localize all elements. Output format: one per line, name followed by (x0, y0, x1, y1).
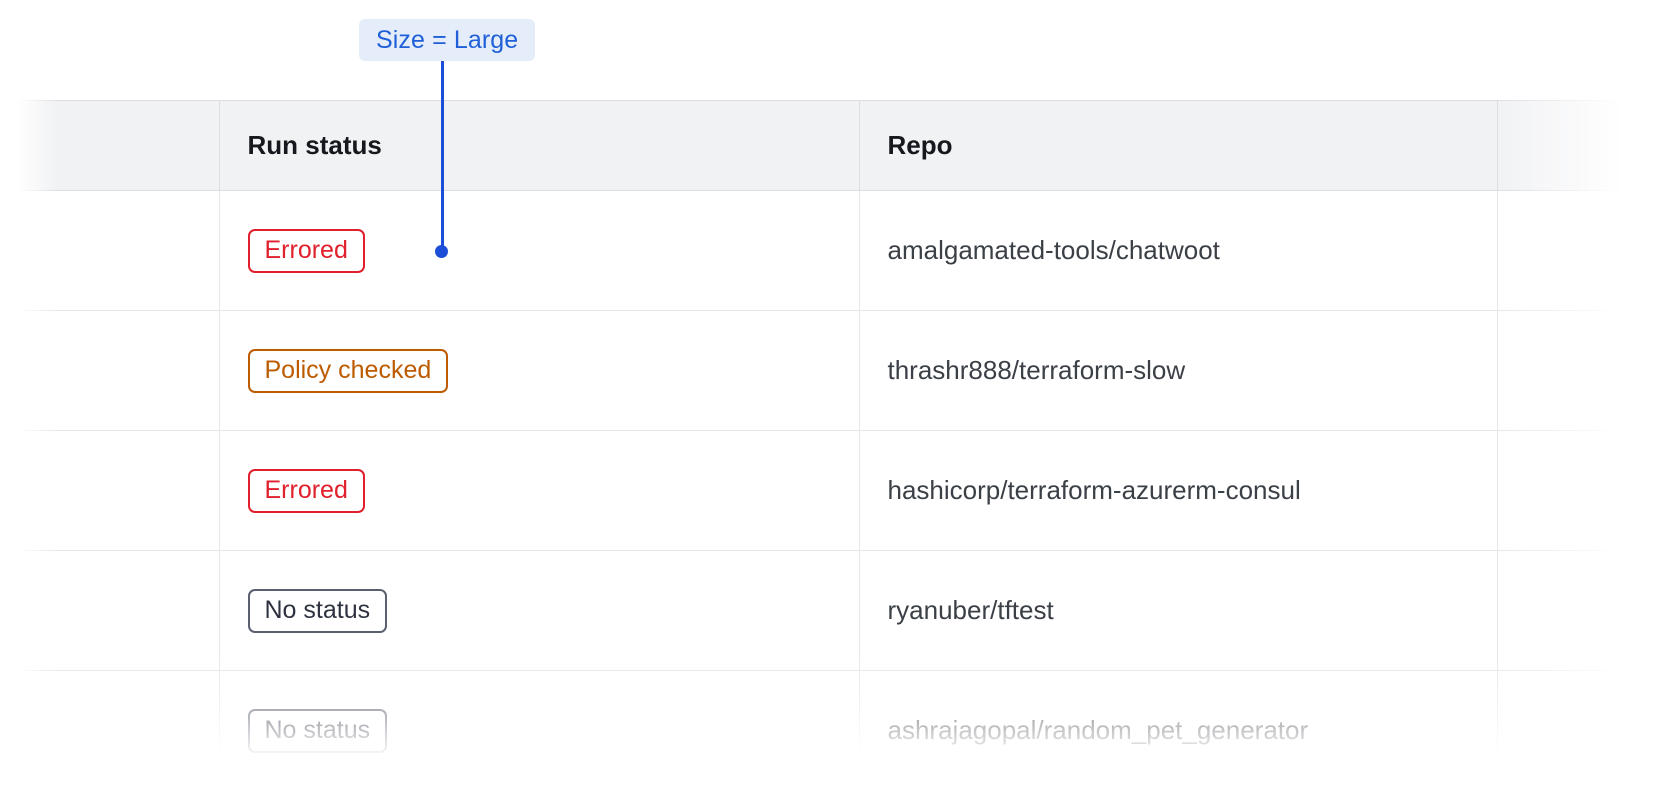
cell-leading (0, 550, 220, 671)
cell-trailing (1497, 190, 1672, 311)
cell-run-status: No status (219, 670, 860, 788)
cell-run-status: No status (219, 550, 860, 671)
table-row[interactable]: Errored hashicorp/terraform-azurerm-consu… (0, 430, 1672, 551)
cell-repo: ashrajagopal/random_pet_generator (859, 670, 1498, 788)
repo-name[interactable]: thrashr888/terraform-slow (887, 355, 1186, 385)
table-header: Run status Repo (0, 100, 1672, 191)
cell-trailing (1497, 550, 1672, 671)
cell-trailing (1497, 430, 1672, 551)
column-header-repo[interactable]: Repo (859, 100, 1498, 191)
header-row: Run status Repo (0, 100, 1672, 191)
repo-name[interactable]: ashrajagopal/random_pet_generator (887, 715, 1309, 745)
runs-table-container: Run status Repo Errored amalgamated-tools… (0, 100, 1672, 788)
cell-trailing (1497, 670, 1672, 788)
repo-name[interactable]: hashicorp/terraform-azurerm-consul (887, 475, 1301, 505)
status-badge[interactable]: Errored (247, 468, 365, 513)
status-badge[interactable]: Policy checked (247, 348, 449, 393)
column-header-trailing[interactable] (1497, 100, 1672, 191)
size-annotation-badge: Size = Large (359, 19, 536, 61)
cell-leading (0, 310, 220, 431)
annotation-connector-dot (435, 245, 448, 258)
cell-repo: hashicorp/terraform-azurerm-consul (859, 430, 1498, 551)
column-header-run-status[interactable]: Run status (219, 100, 860, 191)
annotation-connector-line (441, 61, 444, 251)
table-row[interactable]: Policy checked thrashr888/terraform-slow (0, 310, 1672, 431)
cell-run-status: Policy checked (219, 310, 860, 431)
column-header-leading[interactable] (0, 100, 220, 191)
repo-name[interactable]: ryanuber/tftest (887, 595, 1054, 625)
table-row[interactable]: No status ryanuber/tftest (0, 550, 1672, 671)
cell-leading (0, 670, 220, 788)
status-badge[interactable]: No status (247, 708, 388, 753)
cell-repo: ryanuber/tftest (859, 550, 1498, 671)
cell-leading (0, 190, 220, 311)
status-badge[interactable]: Errored (247, 228, 365, 273)
repo-name[interactable]: amalgamated-tools/chatwoot (887, 235, 1220, 265)
table-row[interactable]: Errored amalgamated-tools/chatwoot (0, 190, 1672, 311)
cell-run-status: Errored (219, 430, 860, 551)
runs-table: Run status Repo Errored amalgamated-tools… (0, 100, 1672, 788)
status-badge[interactable]: No status (247, 588, 388, 633)
table-row[interactable]: No status ashrajagopal/random_pet_generat… (0, 670, 1672, 788)
cell-run-status: Errored (219, 190, 860, 311)
cell-trailing (1497, 310, 1672, 431)
cell-repo: amalgamated-tools/chatwoot (859, 190, 1498, 311)
cell-leading (0, 430, 220, 551)
cell-repo: thrashr888/terraform-slow (859, 310, 1498, 431)
